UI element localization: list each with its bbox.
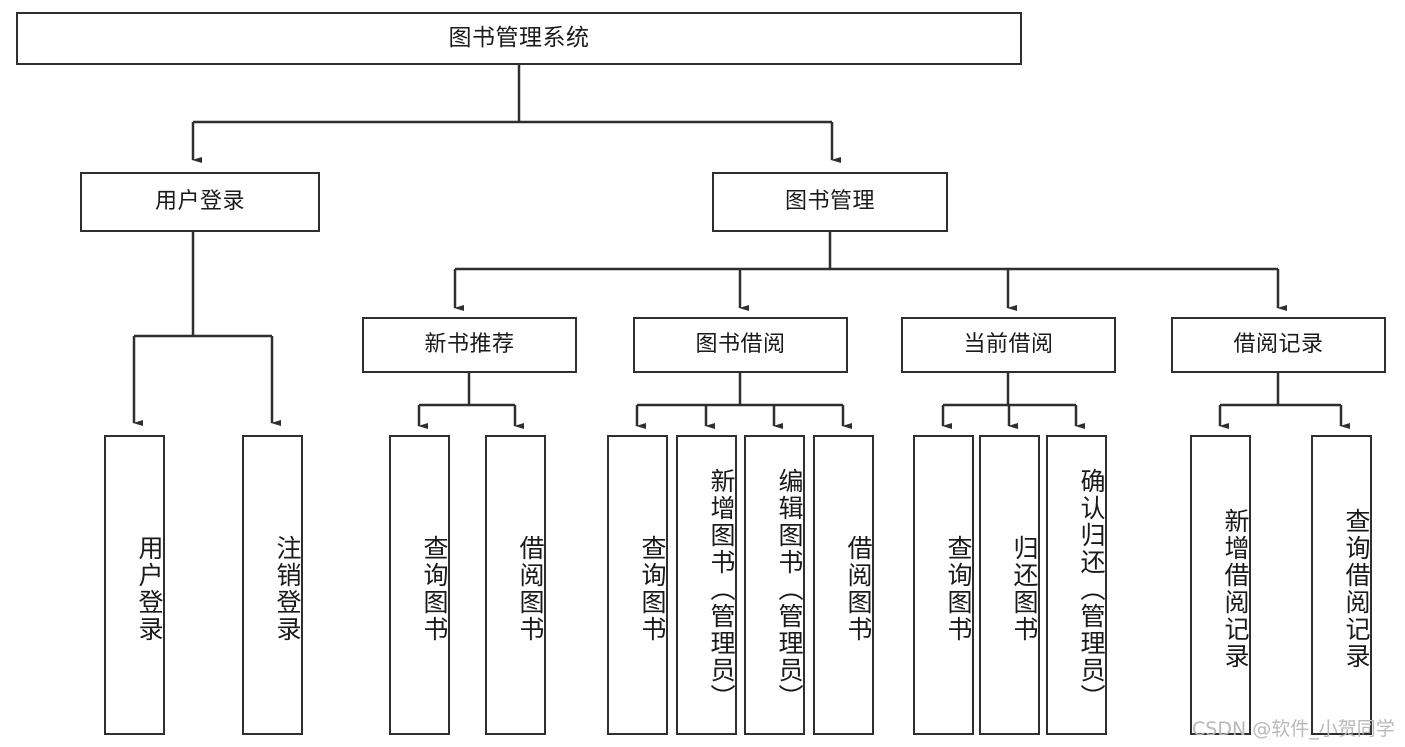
node-user-login-label: 用户登录 [154,188,245,214]
leaf-label: 查询借阅记录 [1342,508,1371,670]
leaf-label: 编辑图书（管理员） [775,467,804,711]
leaf-label: 新增图书（管理员） [707,467,736,711]
leaf-label: 借阅图书 [844,535,873,643]
leaf-borrow-record-add[interactable]: 新增借阅记录 [1190,435,1251,735]
node-user-login[interactable]: 用户登录 [80,172,320,232]
leaf-user-login-login[interactable]: 用户登录 [104,435,165,735]
csdn-watermark: CSDN @软件_小贺同学 [1192,718,1395,740]
node-root-label: 图书管理系统 [448,24,590,51]
leaf-borrow-record-query[interactable]: 查询借阅记录 [1311,435,1372,735]
leaf-book-borrow-query[interactable]: 查询图书 [607,435,668,735]
leaf-label: 归还图书 [1010,535,1039,643]
leaf-current-borrow-return[interactable]: 归还图书 [979,435,1040,735]
leaf-label: 查询图书 [944,535,973,643]
node-book-borrow[interactable]: 图书借阅 [633,317,848,373]
leaf-label: 新增借阅记录 [1221,508,1250,670]
leaf-new-book-query[interactable]: 查询图书 [389,435,450,735]
leaf-label: 注销登录 [273,535,302,643]
leaf-user-login-logout[interactable]: 注销登录 [242,435,303,735]
leaf-label: 借阅图书 [516,535,545,643]
leaf-book-borrow-edit[interactable]: 编辑图书（管理员） [744,435,805,735]
node-new-book-recommend-label: 新书推荐 [424,331,515,357]
node-new-book-recommend[interactable]: 新书推荐 [362,317,577,373]
node-book-manage-label: 图书管理 [784,188,875,214]
leaf-label: 用户登录 [135,535,164,643]
node-root[interactable]: 图书管理系统 [16,12,1022,65]
leaf-book-borrow-borrow[interactable]: 借阅图书 [813,435,874,735]
leaf-current-borrow-query[interactable]: 查询图书 [913,435,974,735]
leaf-current-borrow-confirm-return[interactable]: 确认归还（管理员） [1046,435,1107,735]
leaf-label: 确认归还（管理员） [1077,467,1106,711]
node-borrow-record-label: 借阅记录 [1233,331,1324,357]
node-current-borrow-label: 当前借阅 [963,331,1054,357]
leaf-new-book-borrow[interactable]: 借阅图书 [485,435,546,735]
node-book-borrow-label: 图书借阅 [695,331,786,357]
leaf-label: 查询图书 [420,535,449,643]
leaf-label: 查询图书 [638,535,667,643]
node-current-borrow[interactable]: 当前借阅 [901,317,1116,373]
node-book-manage[interactable]: 图书管理 [712,172,948,232]
leaf-book-borrow-add[interactable]: 新增图书（管理员） [676,435,737,735]
node-borrow-record[interactable]: 借阅记录 [1171,317,1386,373]
